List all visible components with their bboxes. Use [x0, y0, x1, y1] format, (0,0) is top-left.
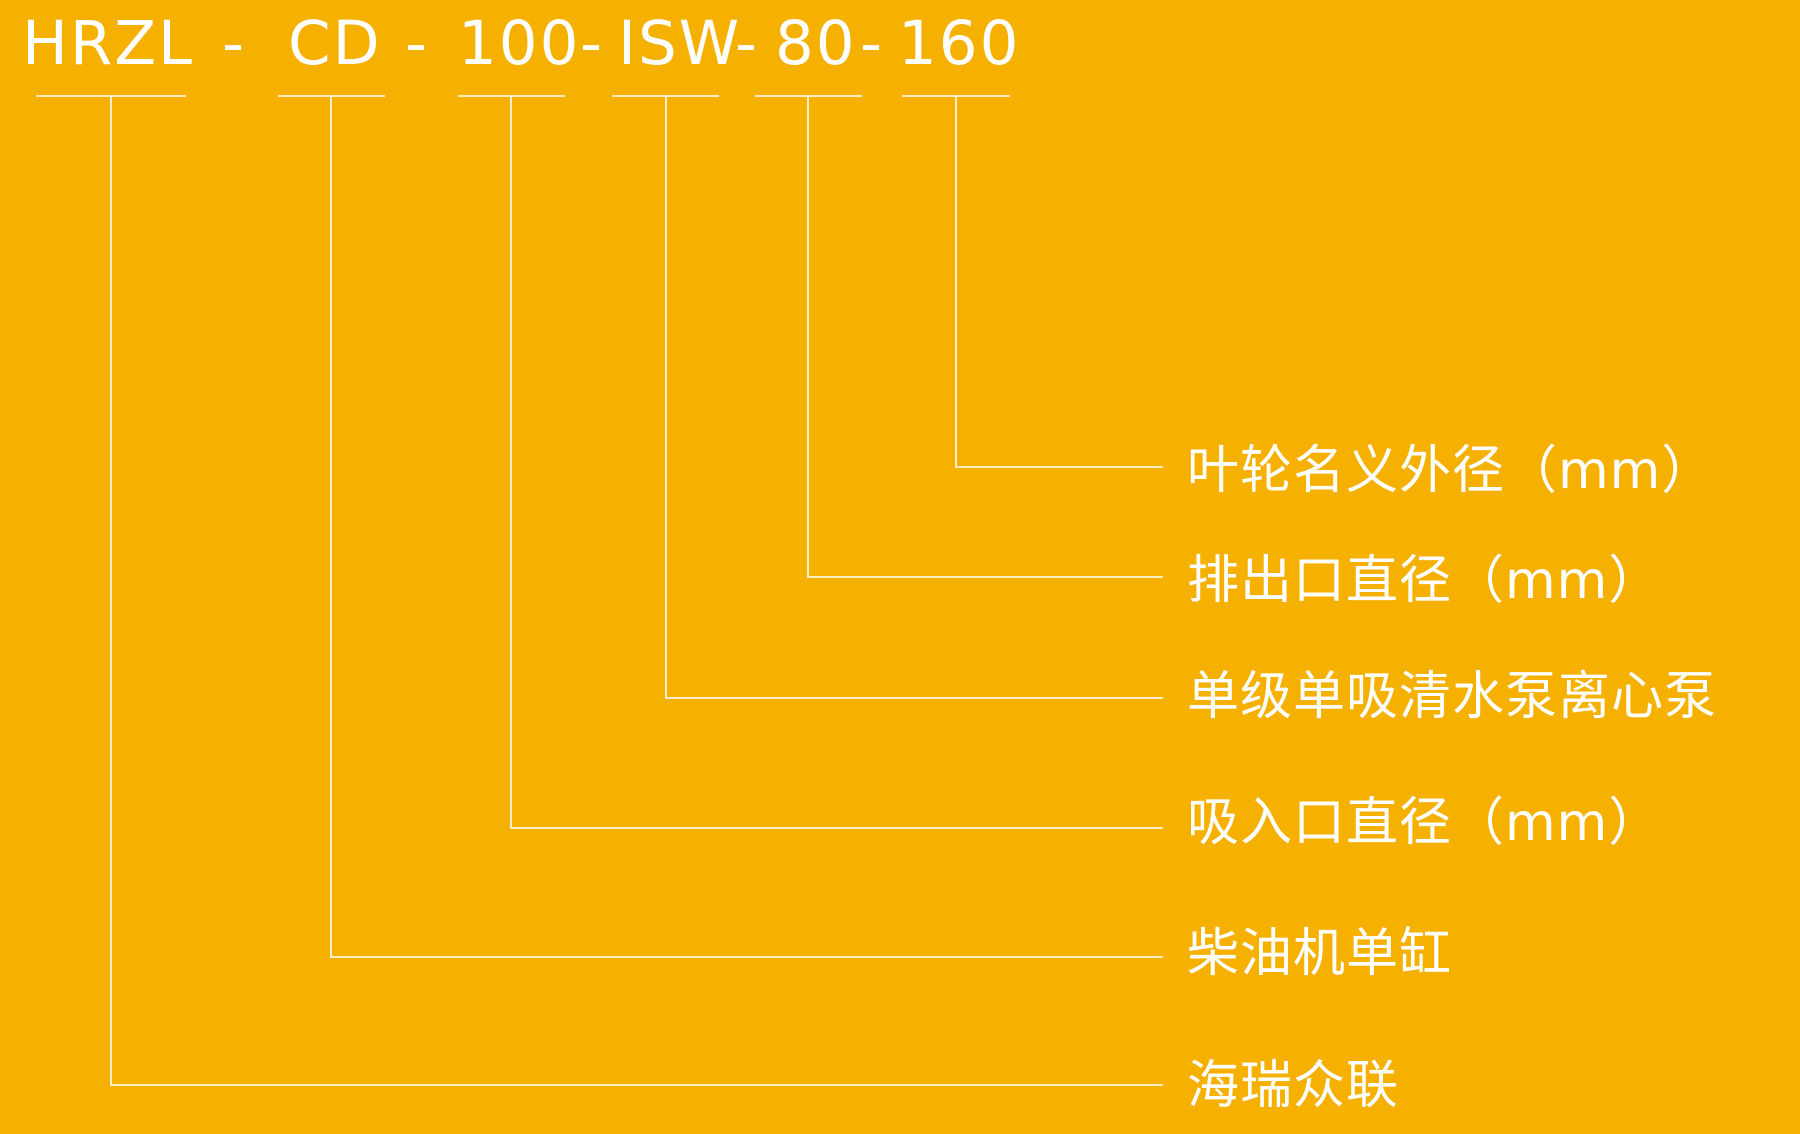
code-part-pump-type: ISW — [618, 8, 742, 79]
leader-impeller — [955, 96, 1163, 468]
desc-engine: 柴油机单缸 — [1187, 924, 1453, 984]
code-separator: - — [405, 8, 430, 79]
code-separator: - — [580, 8, 605, 79]
leader-brand — [110, 96, 1163, 1086]
code-part-engine: CD — [288, 8, 382, 79]
code-separator: - — [735, 8, 760, 79]
desc-brand: 海瑞众联 — [1187, 1056, 1400, 1116]
desc-impeller-diameter: 叶轮名义外径（mm） — [1187, 441, 1715, 501]
desc-inlet-diameter: 吸入口直径（mm） — [1187, 793, 1662, 853]
desc-outlet-diameter: 排出口直径（mm） — [1187, 551, 1662, 611]
code-part-inlet: 100 — [458, 8, 581, 79]
leader-outlet — [807, 96, 1163, 578]
code-part-outlet: 80 — [775, 8, 857, 79]
leader-pump-type — [665, 96, 1163, 699]
desc-pump-type: 单级单吸清水泵离心泵 — [1187, 667, 1718, 727]
code-part-impeller: 160 — [898, 8, 1021, 79]
leader-inlet — [510, 96, 1163, 829]
code-separator: - — [860, 8, 885, 79]
code-separator: - — [222, 8, 247, 79]
leader-engine — [330, 96, 1163, 958]
code-part-brand: HRZL — [22, 8, 195, 79]
